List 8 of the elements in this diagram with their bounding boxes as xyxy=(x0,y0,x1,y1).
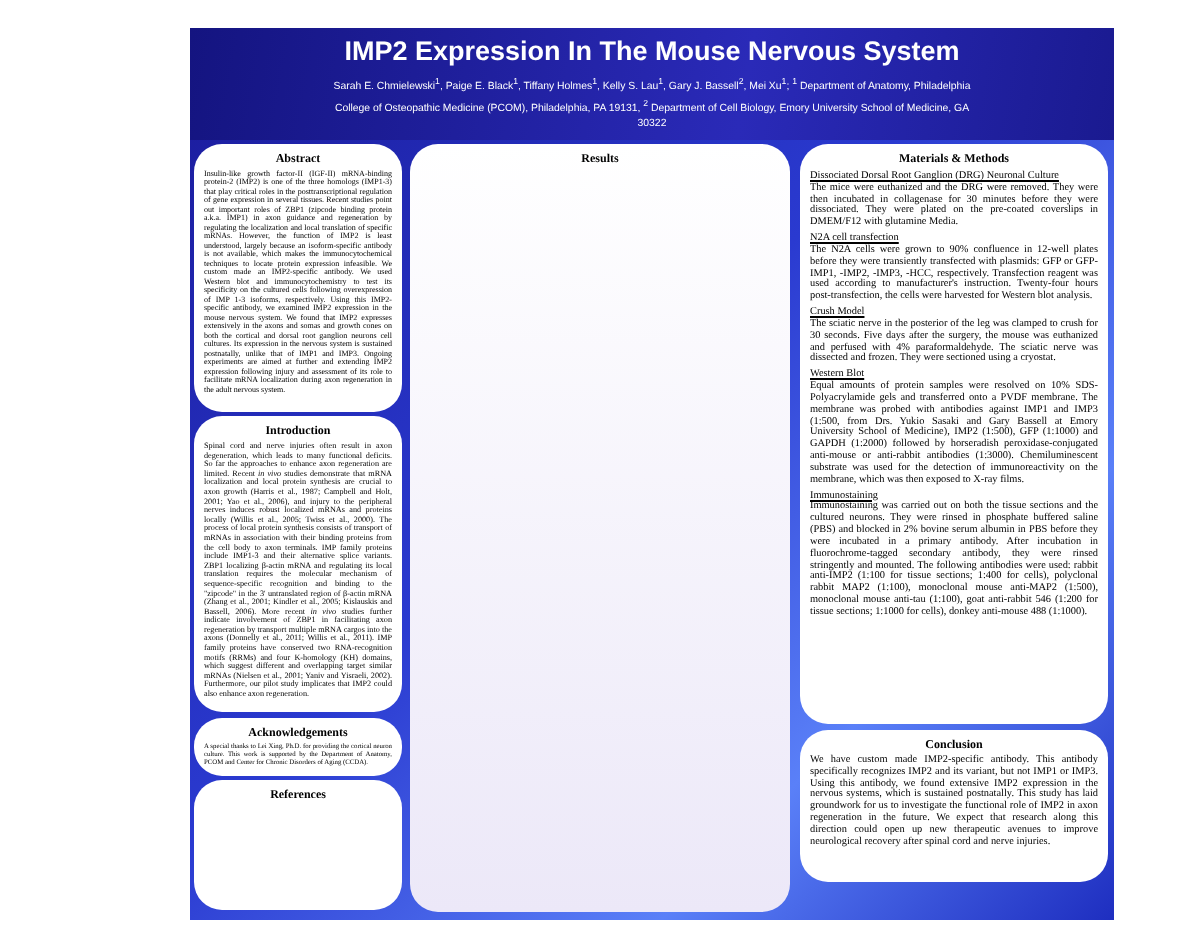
introduction-panel xyxy=(194,416,402,712)
results-panel xyxy=(410,144,790,912)
methods-panel xyxy=(800,144,1108,724)
acknowledgements-panel xyxy=(194,718,402,776)
poster-title: IMP2 Expression In The Mouse Nervous System xyxy=(342,36,962,68)
conclusion-panel xyxy=(800,730,1108,882)
references-panel xyxy=(194,780,402,910)
abstract-panel xyxy=(194,144,402,412)
